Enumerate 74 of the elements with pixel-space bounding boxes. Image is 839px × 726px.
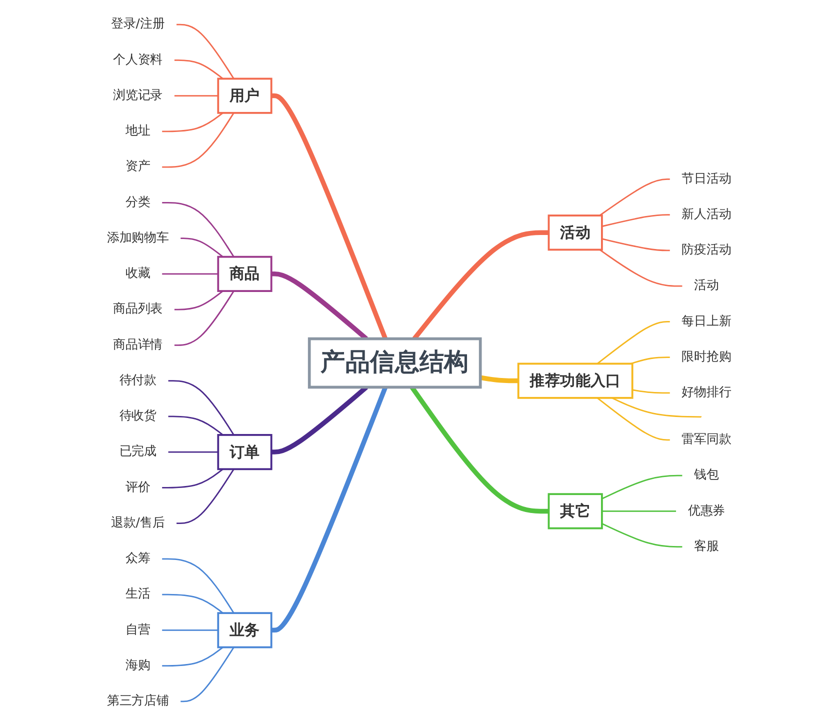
connector xyxy=(162,273,219,275)
connector xyxy=(176,24,235,80)
node-box: 订单 xyxy=(218,434,273,470)
connector xyxy=(597,320,671,364)
node-text: 优惠券 xyxy=(688,504,726,518)
node-text: 商品列表 xyxy=(114,302,163,316)
node-text: 待付款 xyxy=(120,373,157,388)
connector xyxy=(174,95,219,97)
connector xyxy=(162,468,224,488)
connector xyxy=(162,112,235,168)
connector xyxy=(176,468,235,524)
node-text: 限时抢购 xyxy=(682,350,732,364)
node-text: 退款/售后 xyxy=(112,516,166,530)
node-box: 其它 xyxy=(548,493,604,530)
connector xyxy=(168,416,224,436)
node-text: 节日活动 xyxy=(682,172,732,186)
connector xyxy=(174,59,224,80)
node-text: 客服 xyxy=(694,539,720,554)
connector xyxy=(168,451,219,453)
node-text: 防疫活动 xyxy=(682,243,732,258)
connector xyxy=(162,629,219,631)
node-text: 好物排行 xyxy=(682,386,732,400)
connector xyxy=(602,238,671,252)
node-box: 商品 xyxy=(218,256,273,292)
node-box: 活动 xyxy=(548,214,604,251)
node-text: 添加购物车 xyxy=(107,230,170,246)
node-text: 雷军同款 xyxy=(682,432,732,447)
connector xyxy=(162,202,235,258)
node-text: 活动 xyxy=(694,278,720,293)
connector xyxy=(480,375,519,384)
node-text: 分类 xyxy=(126,195,151,210)
connector xyxy=(612,397,704,418)
connector xyxy=(162,646,224,667)
node-text: 登录/注册 xyxy=(112,17,166,32)
node-text: 钱包 xyxy=(694,468,720,482)
node-text: 商品详情 xyxy=(114,338,163,352)
node-text: 地址 xyxy=(126,124,151,138)
node-box: 推荐功能入口 xyxy=(518,362,634,399)
connector xyxy=(162,558,235,614)
connector xyxy=(162,594,224,614)
connector xyxy=(272,386,388,633)
node-box: 用户 xyxy=(218,78,273,114)
connector xyxy=(180,646,235,702)
node-text: 浏览记录 xyxy=(114,88,163,103)
connector xyxy=(602,214,671,228)
node-box: 产品信息结构 xyxy=(308,337,482,389)
connector xyxy=(272,93,388,340)
connector xyxy=(600,249,684,287)
connector xyxy=(602,474,684,500)
node-text: 收藏 xyxy=(126,266,151,281)
connector xyxy=(632,389,671,394)
node-text: 待收货 xyxy=(120,409,157,424)
connector xyxy=(600,178,671,216)
node-text: 每日上新 xyxy=(682,314,732,329)
node-text: 众筹 xyxy=(126,552,151,566)
connector xyxy=(174,290,235,346)
connector xyxy=(602,523,684,548)
node-text: 已完成 xyxy=(120,444,157,459)
node-box: 业务 xyxy=(218,612,273,648)
connector xyxy=(630,356,671,364)
connector xyxy=(602,510,677,512)
connector xyxy=(597,397,671,441)
connector xyxy=(162,112,224,132)
node-text: 生活 xyxy=(126,587,151,602)
node-text: 第三方店铺 xyxy=(107,694,170,708)
connector xyxy=(174,290,224,310)
node-text: 海购 xyxy=(126,658,151,673)
connector xyxy=(180,238,224,258)
node-text: 新人活动 xyxy=(682,207,732,222)
node-text: 评价 xyxy=(126,480,151,495)
connector xyxy=(168,380,235,436)
node-text: 自营 xyxy=(126,622,151,638)
node-text: 资产 xyxy=(126,160,151,174)
node-text: 个人资料 xyxy=(114,52,163,68)
